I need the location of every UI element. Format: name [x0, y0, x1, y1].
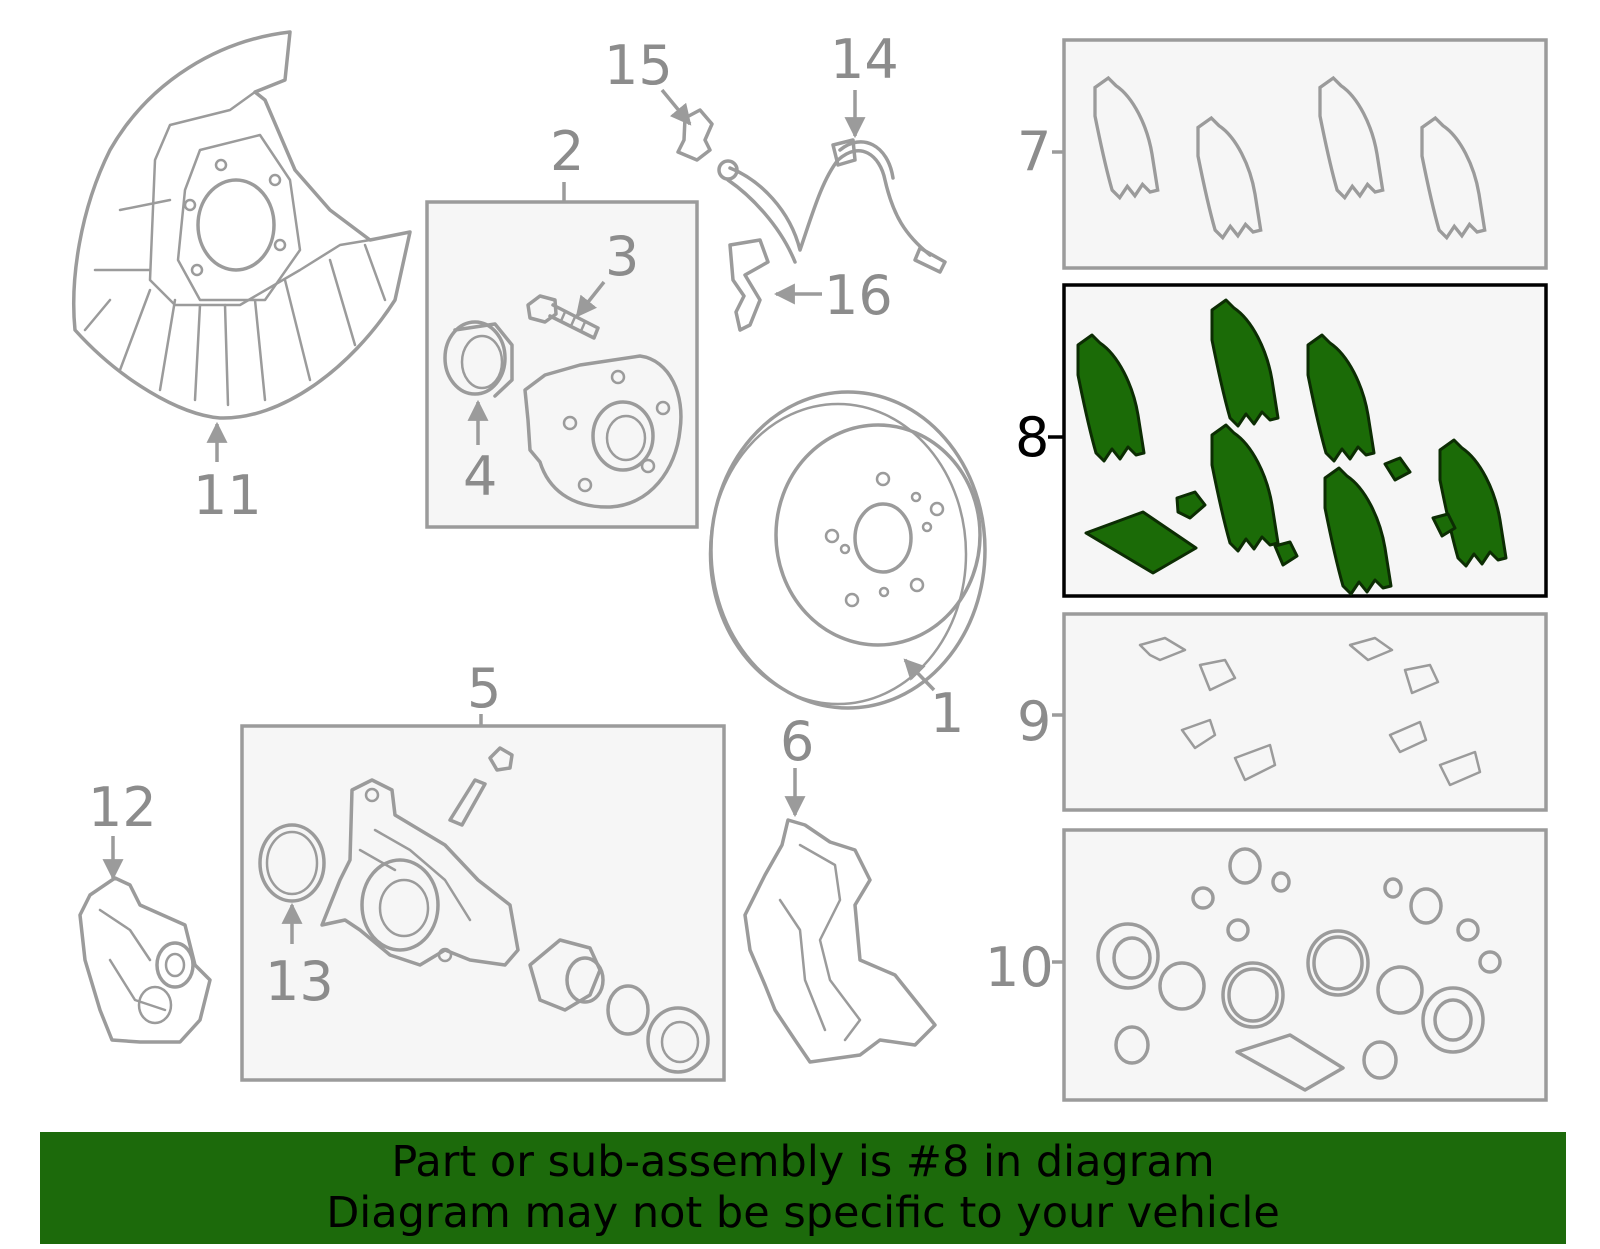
- pad-set-8-highlighted[interactable]: [1076, 298, 1508, 596]
- callout-14: 14: [830, 28, 899, 91]
- brake-hose-part: [717, 138, 947, 274]
- callout-2: 2: [550, 120, 584, 183]
- callout-3: 3: [605, 225, 639, 288]
- seal-kit-parts: [1096, 847, 1502, 1092]
- callout-11: 11: [193, 464, 262, 527]
- callout-13: 13: [265, 950, 334, 1013]
- caliper-cylinder-part: [78, 876, 212, 1044]
- caliper-bracket-part: [743, 818, 937, 1064]
- hose-clip-part: [676, 108, 714, 162]
- hose-bracket-part: [728, 238, 770, 332]
- seal-kit-box-10: [1062, 828, 1548, 1102]
- clip-set-9: [1138, 636, 1482, 787]
- callout-16: 16: [824, 264, 893, 327]
- callout-8: 8: [1015, 406, 1049, 469]
- dust-shield-part: [72, 30, 412, 420]
- pads-box-7: [1062, 38, 1548, 270]
- clips-box-9: [1062, 612, 1548, 812]
- callout-7: 7: [1017, 120, 1051, 183]
- banner-line-2: Diagram may not be specific to your vehi…: [326, 1188, 1280, 1238]
- callout-15: 15: [604, 34, 673, 97]
- hub-bearing-part: [443, 320, 683, 509]
- callout-4: 4: [463, 445, 497, 508]
- info-banner: Part or sub-assembly is #8 in diagram Di…: [40, 1132, 1566, 1244]
- callout-6: 6: [780, 710, 814, 773]
- callout-9: 9: [1017, 690, 1051, 753]
- caliper-part: [258, 746, 710, 1074]
- callout-10: 10: [985, 936, 1054, 999]
- hub-assembly-box: [425, 200, 699, 529]
- banner-line-1: Part or sub-assembly is #8 in diagram: [391, 1137, 1215, 1187]
- hub-bolt-part: [526, 294, 600, 340]
- callout-1: 1: [930, 682, 964, 745]
- callout-5: 5: [467, 657, 501, 720]
- brake-rotor-part: [708, 390, 987, 710]
- callout-12: 12: [88, 776, 157, 839]
